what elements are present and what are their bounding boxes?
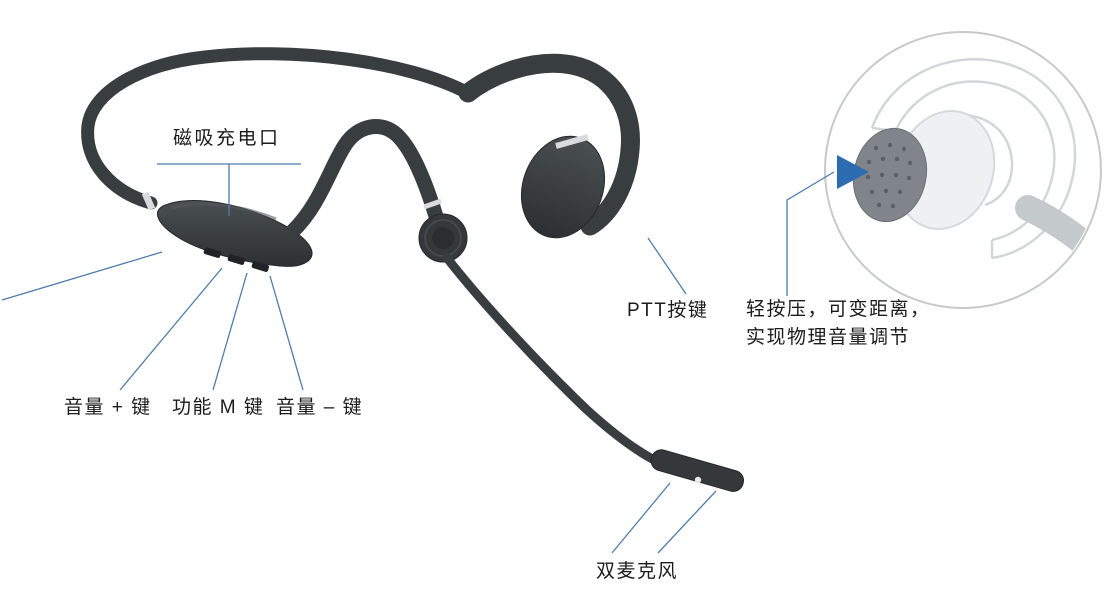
leader-ptt: [647, 237, 687, 295]
mic-tip: [650, 449, 745, 492]
inset-pad-perforations: [865, 142, 913, 209]
leader-inset: [786, 171, 835, 296]
label-volume-up-key: 音量 + 键: [64, 397, 152, 418]
module-highlight: [171, 202, 277, 221]
leader-volume-up: [119, 267, 223, 391]
label-dual-microphone: 双麦克风: [596, 561, 679, 582]
leader-left-edge: [1, 251, 163, 301]
label-function-m-key: 功能 M 键: [172, 397, 265, 418]
mic-hole: [694, 476, 702, 484]
volume-function-buttons: [203, 247, 269, 272]
headset-body: [81, 47, 745, 492]
label-ptt-button: PTT按键: [627, 300, 709, 321]
leader-volume-down: [269, 275, 304, 391]
press-direction-arrow-icon: [837, 155, 869, 189]
left-ear-hook: [284, 119, 446, 240]
neckband: [81, 47, 475, 210]
zoom-inset: [824, 31, 1102, 309]
leader-lines: [1, 163, 835, 554]
band-accent-ring: [141, 191, 156, 211]
leader-dual-mic-1: [611, 482, 671, 554]
leader-dual-mic-2: [657, 490, 717, 554]
leader-function-m: [212, 272, 248, 391]
leader-charging-port: [157, 163, 301, 216]
right-earpiece: [458, 53, 640, 239]
label-press-note-line1: 轻按压，可变距离，: [746, 299, 931, 320]
label-volume-down-key: 音量 – 键: [276, 397, 364, 418]
hook-accent-ring: [423, 198, 442, 210]
label-press-note-line2: 实现物理音量调节: [746, 327, 911, 348]
pad-accent-ring: [555, 134, 589, 149]
right-ear-hook: [458, 53, 640, 236]
boom-arm: [442, 253, 661, 466]
label-charging-port: 磁吸充电口: [173, 128, 281, 149]
pivot-knob: [418, 213, 468, 263]
